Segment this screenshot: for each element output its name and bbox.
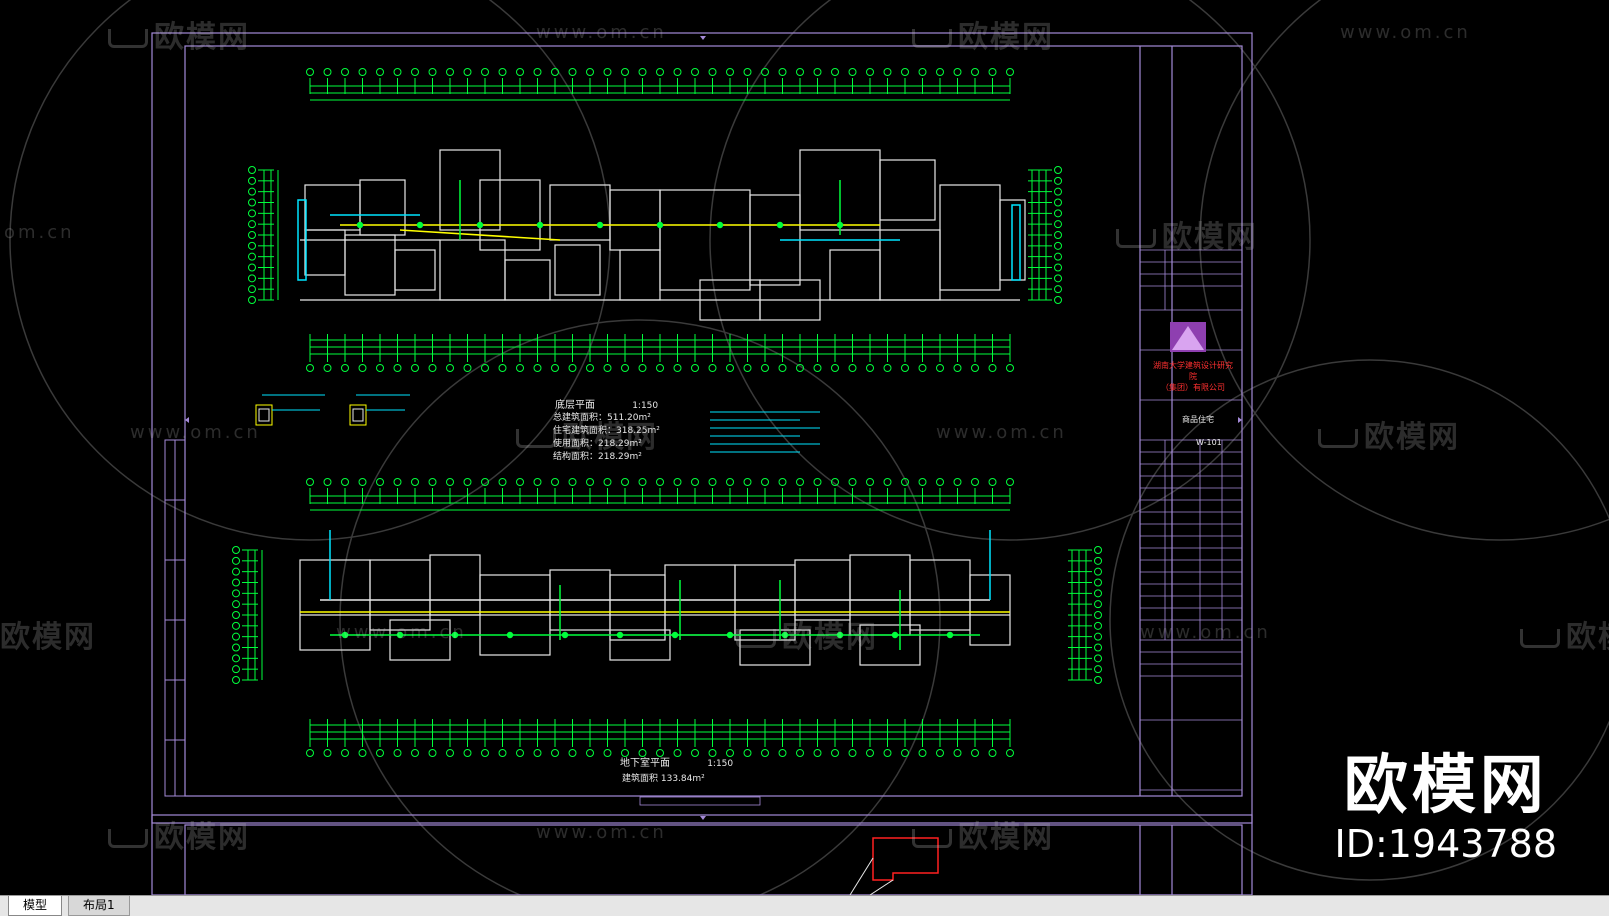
lower-plan-area: 建筑面积 133.84m²: [622, 774, 705, 784]
design-notes: [710, 411, 820, 453]
key-plan: [849, 837, 939, 895]
legend-symbols: [255, 394, 410, 426]
upper-plan-title: 底层平面 1:150: [555, 396, 658, 411]
upper-plan-scale: 1:150: [632, 401, 659, 411]
upper-plan-title-text: 底层平面: [555, 400, 595, 411]
brand-logo: 欧模网 ID:1943788: [1334, 750, 1557, 866]
title-block-company: 湖南大学建筑设计研究院 （集团）有限公司: [1153, 361, 1233, 392]
binding-strip: [164, 439, 186, 797]
tab-model[interactable]: 模型: [8, 896, 63, 916]
area-row: 结构面积：218.29m²: [553, 452, 642, 462]
title-block: [1139, 45, 1243, 797]
area-row: 住宅建筑面积：318.25m²: [553, 426, 660, 436]
upper-plan-dimensions: [248, 68, 1062, 372]
lower-plan-walls: [299, 554, 1011, 666]
watermark-circles: [9, 0, 1609, 895]
lower-plan-electrical: [300, 530, 1010, 650]
upper-plan-walls: [300, 149, 1026, 321]
title-block-logo: [1170, 322, 1206, 352]
drawing-canvas[interactable]: [0, 0, 1609, 895]
lower-plan-title: 地下室平面 1:150: [620, 754, 733, 769]
lower-plan-scale: 1:150: [707, 759, 734, 769]
upper-areas: 总建筑面积：511.20m² 住宅建筑面积：318.25m² 使用面积：218.…: [553, 412, 660, 464]
brand-logo-id: ID:1943788: [1334, 822, 1557, 866]
cad-model-space[interactable]: 底层平面 1:150 总建筑面积：511.20m² 住宅建筑面积：318.25m…: [0, 0, 1609, 895]
area-row: 使用面积：218.29m²: [553, 439, 642, 449]
title-block-sheet: W-101: [1196, 438, 1222, 447]
area-row: 总建筑面积：511.20m²: [553, 413, 651, 423]
brand-logo-name: 欧模网: [1343, 749, 1548, 823]
lower-plan-dimensions: [232, 478, 1102, 757]
lower-plan-title-text: 地下室平面: [620, 758, 670, 769]
layout-tab-bar: 模型 布局1: [0, 895, 1609, 916]
tab-layout1[interactable]: 布局1: [68, 896, 130, 916]
upper-plan-electrical: [297, 180, 1021, 281]
title-block-project: 商品住宅: [1182, 415, 1214, 424]
center-marks: [185, 36, 1242, 820]
